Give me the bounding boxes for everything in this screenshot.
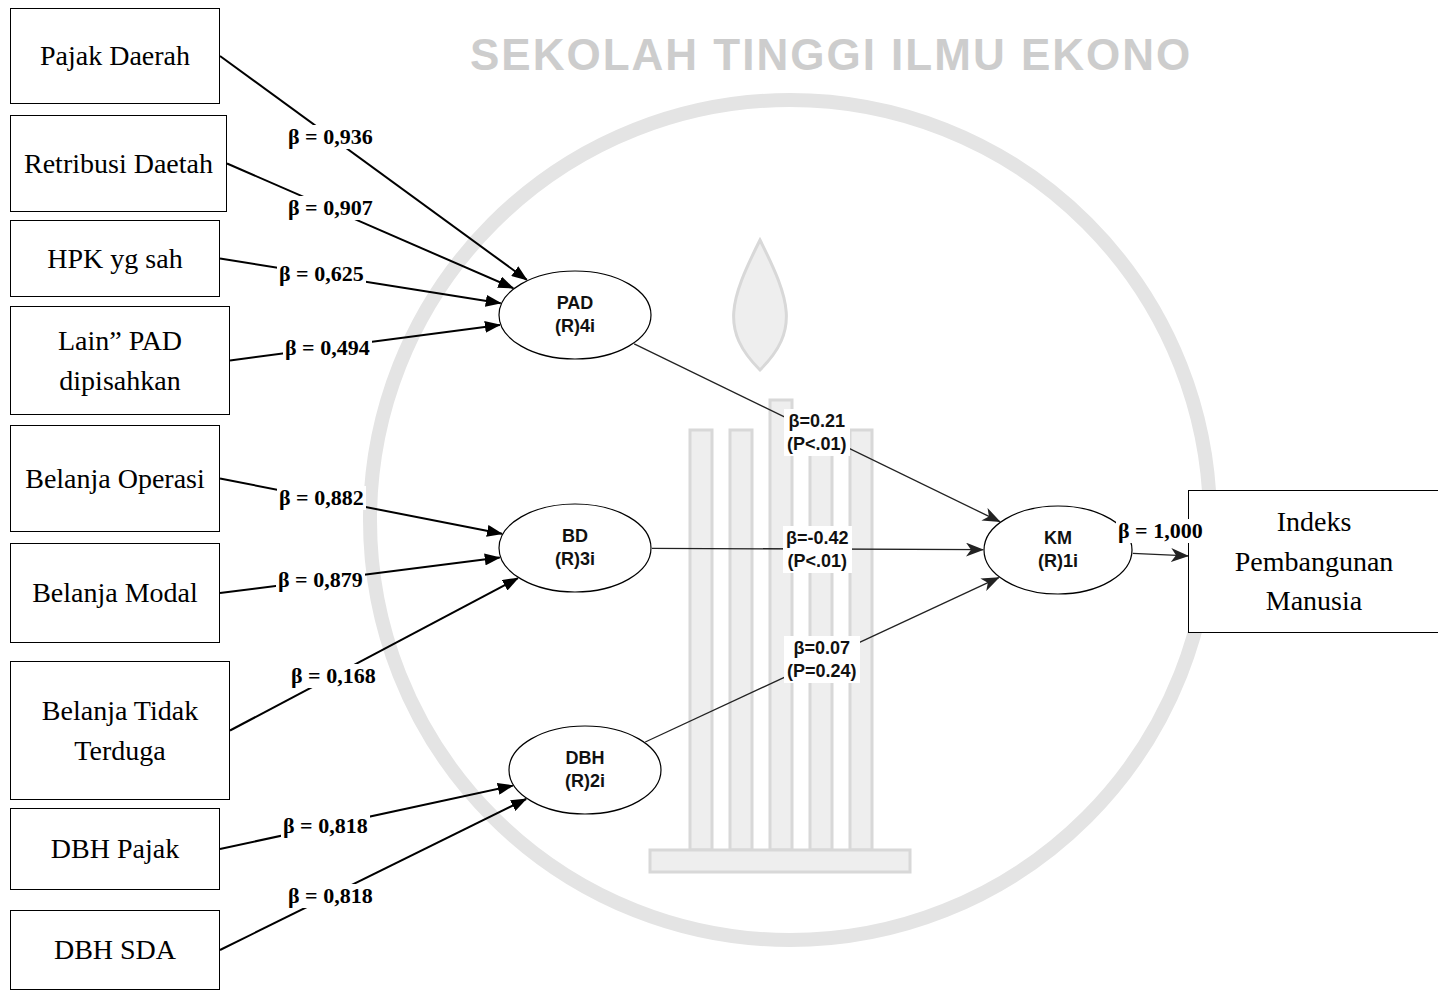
construct-label: BD (R)3i xyxy=(555,525,595,572)
loading-arrow xyxy=(230,578,518,730)
indicator-box: Belanja Tidak Terduga xyxy=(10,661,230,800)
coefficient-label: β=0.21 (P<.01) xyxy=(784,409,850,456)
construct-ellipse: BD (R)3i xyxy=(498,503,652,593)
box-label: Belanja Operasi xyxy=(17,459,213,499)
coefficient-label: β = 0,936 xyxy=(286,125,375,149)
loading-arrow xyxy=(227,164,513,289)
indicator-box: Belanja Operasi xyxy=(10,425,220,532)
box-label: DBH SDA xyxy=(46,930,184,970)
ellipse-outline xyxy=(498,270,652,360)
path-arrow xyxy=(634,344,1000,522)
box-label: Indeks Pembangunan Manusia xyxy=(1189,502,1438,621)
coefficient-label: β = 0,494 xyxy=(283,336,372,360)
loading-arrow xyxy=(220,259,501,304)
construct-ellipse: PAD (R)4i xyxy=(498,270,652,360)
coefficient-label: β = 0,625 xyxy=(277,262,366,286)
path-arrow xyxy=(1133,553,1188,555)
coefficient-label: β = 0,818 xyxy=(281,814,370,838)
loading-arrow xyxy=(220,558,500,593)
construct-ellipse: DBH (R)2i xyxy=(508,725,662,815)
indicator-box: DBH Pajak xyxy=(10,808,220,890)
coefficient-label: β = 1,000 xyxy=(1116,519,1205,543)
coefficient-label: β=-0.42 (P<.01) xyxy=(783,526,852,573)
loading-arrow xyxy=(220,479,502,534)
loading-arrow xyxy=(220,799,526,950)
logo-base xyxy=(650,850,910,872)
box-label: Pajak Daerah xyxy=(32,36,198,76)
coefficient-label: β=0.07 (P=0.24) xyxy=(784,636,860,683)
path-arrow xyxy=(645,578,998,742)
loading-arrow xyxy=(220,786,513,849)
loading-arrow xyxy=(230,325,500,361)
loading-arrow xyxy=(220,56,527,280)
construct-label: DBH (R)2i xyxy=(565,747,605,794)
indicator-box: DBH SDA xyxy=(10,910,220,990)
ellipse-outline xyxy=(983,505,1133,595)
logo-column xyxy=(770,400,792,850)
box-label: DBH Pajak xyxy=(43,829,187,869)
box-label: Retribusi Daetah xyxy=(16,144,221,184)
logo-column xyxy=(730,430,752,850)
box-label: Belanja Tidak Terduga xyxy=(11,691,229,771)
construct-ellipse: KM (R)1i xyxy=(983,505,1133,595)
box-label: Belanja Modal xyxy=(24,573,206,613)
indicator-box: Indeks Pembangunan Manusia xyxy=(1188,490,1438,633)
ellipse-outline xyxy=(508,725,662,815)
box-label: HPK yg sah xyxy=(39,239,190,279)
indicator-box: Pajak Daerah xyxy=(10,8,220,104)
construct-label: PAD (R)4i xyxy=(555,292,595,339)
coefficient-label: β = 0,818 xyxy=(286,884,375,908)
coefficient-label: β = 0,879 xyxy=(276,568,365,592)
indicator-box: HPK yg sah xyxy=(10,220,220,297)
coefficient-label: β = 0,168 xyxy=(289,664,378,688)
indicator-box: Retribusi Daetah xyxy=(10,115,227,212)
construct-label: KM (R)1i xyxy=(1038,527,1078,574)
indicator-box: Lain” PAD dipisahkan xyxy=(10,306,230,415)
indicator-box: Belanja Modal xyxy=(10,543,220,643)
coefficient-label: β = 0,907 xyxy=(286,196,375,220)
logo-column xyxy=(690,430,712,850)
ellipse-outline xyxy=(498,503,652,593)
logo-flame xyxy=(734,240,787,370)
watermark-text: SEKOLAH TINGGI ILMU EKONO xyxy=(470,30,1192,80)
box-label: Lain” PAD dipisahkan xyxy=(11,321,229,401)
coefficient-label: β = 0,882 xyxy=(277,486,366,510)
